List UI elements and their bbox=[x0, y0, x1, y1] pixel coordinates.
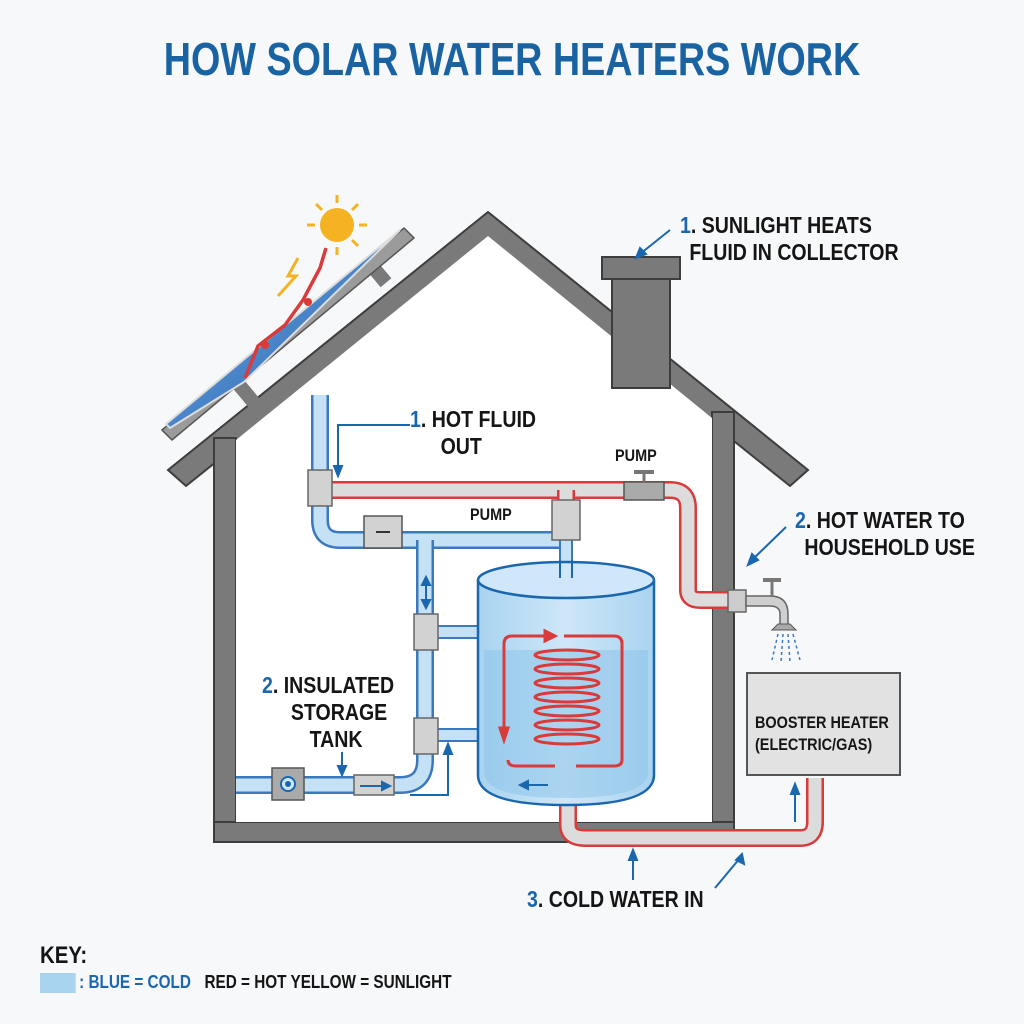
chimney bbox=[601, 256, 681, 389]
sun-icon bbox=[307, 195, 367, 255]
hot-pipes bbox=[330, 481, 824, 847]
callout-arrows bbox=[332, 229, 801, 889]
label-sunlight-heats: 1. SUNLIGHT HEATS FLUID IN COLLECTOR bbox=[680, 212, 899, 265]
booster-heater-box bbox=[746, 672, 901, 776]
cold-swatch bbox=[40, 972, 76, 993]
label-pump-middle: PUMP bbox=[470, 505, 512, 524]
key-blue-label: : BLUE = COLD bbox=[79, 972, 191, 992]
cold-pipes bbox=[236, 395, 573, 794]
label-hot-water-household: 2. HOT WATER TO HOUSEHOLD USE bbox=[795, 507, 975, 560]
heat-exchanger-coil bbox=[497, 628, 624, 768]
pump-middle-icon bbox=[363, 515, 403, 549]
diagram-title: HOW SOLAR WATER HEATERS WORK bbox=[163, 33, 861, 85]
pump-top-icon bbox=[623, 470, 665, 501]
key-title: KEY: bbox=[40, 942, 88, 969]
label-hot-fluid-out: 1. HOT FLUID OUT bbox=[410, 406, 536, 459]
key-rest-label: RED = HOT YELLOW = SUNLIGHT bbox=[204, 972, 452, 992]
label-pump-top: PUMP bbox=[615, 446, 657, 465]
key-legend: : BLUE = COLD RED = HOT YELLOW = SUNLIGH… bbox=[40, 972, 452, 993]
lightning-icon bbox=[276, 257, 300, 298]
faucet-icon bbox=[727, 578, 801, 663]
solar-collector-panel bbox=[160, 226, 416, 442]
label-insulated-tank: 2. INSULATED STORAGE TANK bbox=[262, 672, 395, 752]
label-booster-heater: BOOSTER HEATER (ELECTRIC/GAS) bbox=[755, 713, 889, 754]
valve-icon bbox=[271, 767, 305, 801]
label-cold-water-in: 3. COLD WATER IN bbox=[527, 886, 704, 912]
